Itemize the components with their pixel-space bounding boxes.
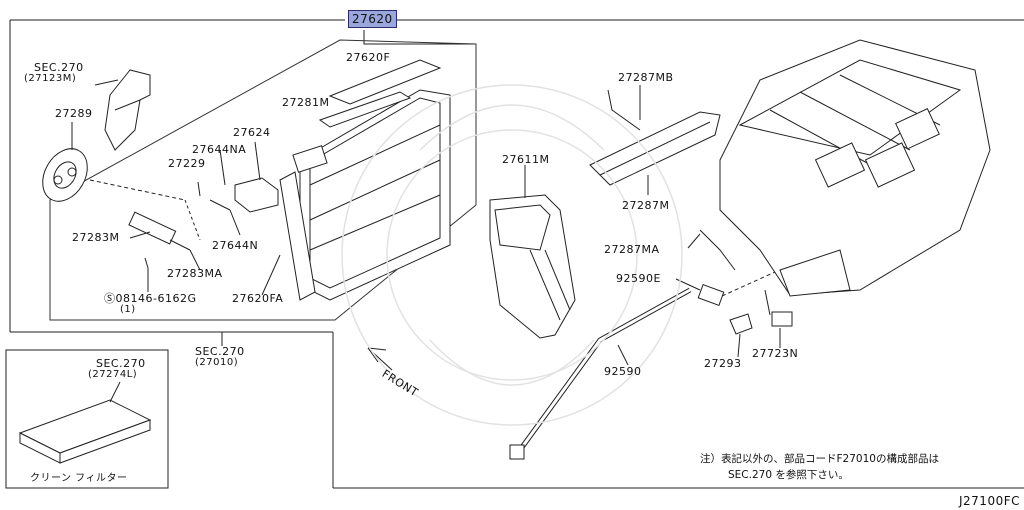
clip-27229 xyxy=(197,181,231,211)
label-92590[interactable]: 92590 xyxy=(604,365,642,378)
rod-27287ma xyxy=(699,229,736,271)
label-27620fa[interactable]: 27620FA xyxy=(232,292,284,305)
leader-27620fa xyxy=(261,254,281,296)
note-line-1: 注）表記以外の、部品コードF27010の構成部品は xyxy=(700,453,939,465)
label-filter-sec[interactable]: SEC.270 xyxy=(96,357,146,370)
label-27123m[interactable]: (27123M) xyxy=(24,73,77,84)
watermark-emblem xyxy=(341,84,683,426)
label-bolt-qty: (1) xyxy=(120,304,136,315)
label-27293[interactable]: 27293 xyxy=(704,357,742,370)
sensor-27283m xyxy=(89,179,201,269)
evaporator-group-outline xyxy=(49,39,477,321)
label-27620f[interactable]: 27620F xyxy=(346,51,391,64)
heater-unit-assembly xyxy=(719,39,991,297)
seal-27281m xyxy=(318,91,412,128)
label-sec270-top[interactable]: SEC.270 xyxy=(34,61,84,74)
leader-27287ma xyxy=(687,233,701,249)
sensor-27293 xyxy=(729,313,753,335)
case-27611m xyxy=(489,194,576,339)
label-27229[interactable]: 27229 xyxy=(168,157,206,170)
label-27289[interactable]: 27289 xyxy=(55,107,93,120)
duct-27287m xyxy=(589,111,721,186)
label-27723n[interactable]: 27723N xyxy=(752,347,799,360)
label-27283m[interactable]: 27283M xyxy=(72,231,120,244)
rod-27287mb xyxy=(607,89,641,131)
clean-filter xyxy=(18,399,152,464)
label-27287m[interactable]: 27287M xyxy=(622,199,670,212)
leader-27293 xyxy=(737,333,741,358)
label-27281m[interactable]: 27281M xyxy=(282,96,330,109)
label-92590e[interactable]: 92590E xyxy=(616,272,661,285)
label-27274l[interactable]: (27274L) xyxy=(88,369,138,380)
seal-27620fa xyxy=(279,171,316,301)
connector-27624 xyxy=(234,177,279,213)
label-27644na[interactable]: 27644NA xyxy=(192,143,247,156)
clip-92590e xyxy=(697,271,776,306)
label-sec270-mid[interactable]: SEC.270 xyxy=(195,345,245,358)
clip-27644n xyxy=(219,149,241,236)
note-text: 注）表記以外の、部品コードF27010の構成部品は SEC.270 を参照下さい… xyxy=(700,451,939,484)
label-27644n[interactable]: 27644N xyxy=(212,239,259,252)
frame-lines xyxy=(9,19,1024,489)
harness-27723n xyxy=(764,289,793,327)
label-27287ma[interactable]: 27287MA xyxy=(604,243,660,256)
seal-27620f xyxy=(328,59,442,105)
note-line-2: SEC.270 を参照下さい。 xyxy=(728,469,849,482)
label-27010[interactable]: (27010) xyxy=(195,357,239,368)
bolt-number: 08146-6162G xyxy=(115,292,197,305)
evaporator-core xyxy=(292,89,451,301)
label-clean-filter: クリーン フィルター xyxy=(30,473,128,484)
leader-27123m xyxy=(94,79,119,86)
diagram-code: J27100FC xyxy=(959,494,1020,508)
drain-hose-92590 xyxy=(509,287,692,460)
part-number-27620[interactable]: 27620 xyxy=(348,10,397,28)
label-27283ma[interactable]: 27283MA xyxy=(167,267,223,280)
grommet-27289 xyxy=(42,148,88,202)
bracket-27123m xyxy=(104,69,151,151)
leader-27283ma xyxy=(189,249,201,271)
label-27624[interactable]: 27624 xyxy=(233,126,271,139)
leader-27274l xyxy=(109,381,121,403)
label-27611m[interactable]: 27611M xyxy=(502,153,550,166)
leader-27283m xyxy=(129,231,151,239)
label-27287mb[interactable]: 27287MB xyxy=(618,71,674,84)
leader-27624 xyxy=(254,141,261,181)
filter-box-frame xyxy=(5,349,169,489)
label-bolt[interactable]: Ⓢ08146-6162G xyxy=(104,292,197,305)
leader-92590 xyxy=(617,344,629,366)
